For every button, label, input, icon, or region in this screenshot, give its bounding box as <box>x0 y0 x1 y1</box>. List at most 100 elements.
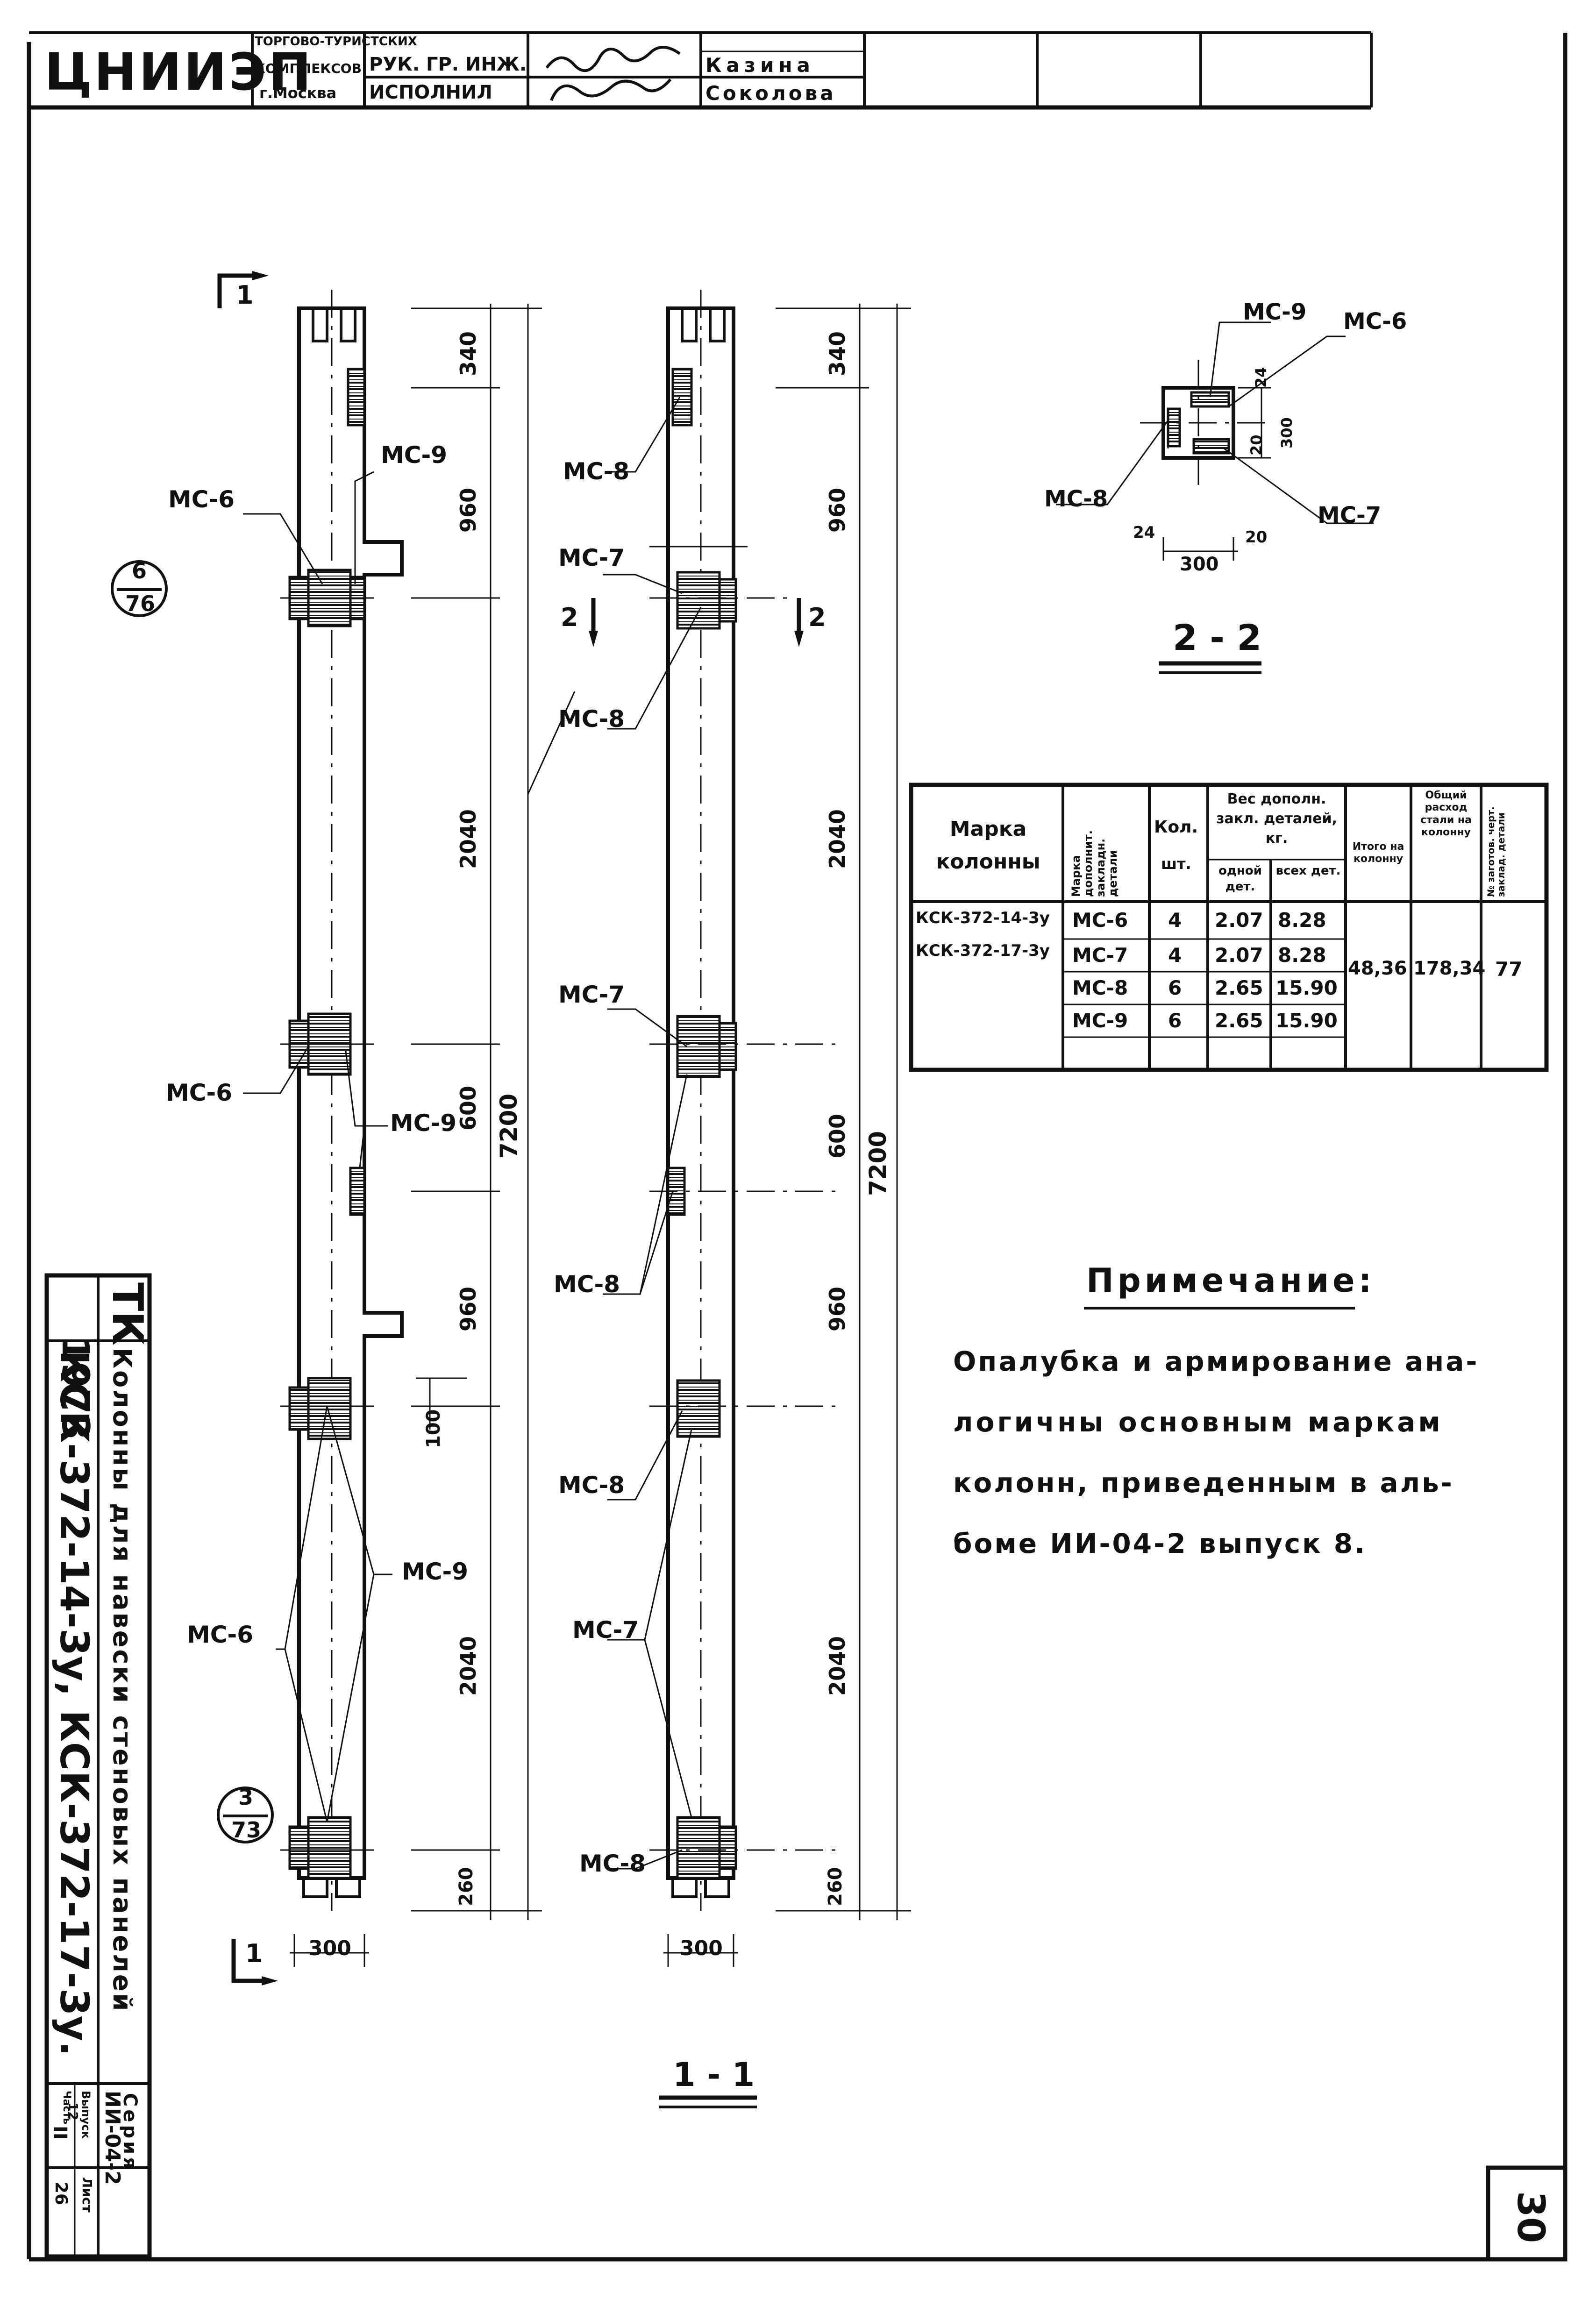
label-ms7: МС-7 <box>572 1616 639 1644</box>
table-row-qty: 6 <box>1168 976 1182 999</box>
embedded-plate-ms8 <box>671 368 693 427</box>
label-ms9: МС-9 <box>381 441 447 469</box>
embedded-plate-ms8 <box>676 1379 721 1438</box>
dim-260: 260 <box>825 1867 846 1907</box>
stamp-sheet: 26 <box>51 2182 71 2206</box>
dim-24: 24 <box>1252 367 1270 388</box>
dim-960: 960 <box>825 487 850 533</box>
note-line-4: боме ИИ-04-2 выпуск 8. <box>953 1528 1367 1559</box>
label-ms9: МС-9 <box>390 1110 456 1137</box>
table-row-qty: 4 <box>1168 909 1182 932</box>
table-row-part: МС-8 <box>1072 976 1128 999</box>
th-qty-unit: шт. <box>1161 855 1191 873</box>
table-row-all: 8.28 <box>1278 944 1326 967</box>
label-ms7: МС-7 <box>558 981 625 1008</box>
ref-top-num: 6 <box>132 558 147 584</box>
role-lead-engineer: РУК. ГР. ИНЖ. <box>369 54 527 75</box>
stamp-title: Колонны для навески стеновых панелей <box>107 1348 137 2013</box>
dim-20: 20 <box>1247 434 1265 456</box>
label-ms6: МС-6 <box>166 1079 232 1106</box>
th-column-mark: Марка колонны <box>936 817 1040 874</box>
table-drawing-no: 77 <box>1495 958 1523 981</box>
stamp-part-label: Часть <box>61 2091 72 2125</box>
table-row-all: 8.28 <box>1278 909 1326 932</box>
right-column-elevation <box>589 290 911 2108</box>
stamp-tk: ТК <box>103 1282 152 1345</box>
table-row-part: МС-9 <box>1072 1009 1128 1032</box>
table-total-per-column: 48,36 <box>1348 958 1407 979</box>
embedded-plate-ms9 <box>347 368 366 427</box>
dim-340: 340 <box>456 331 481 376</box>
stamp-part: II <box>49 2126 71 2140</box>
dim-2040: 2040 <box>825 809 850 869</box>
table-steel-total: 178,34 <box>1413 958 1486 979</box>
embedded-plate-ms7 <box>676 571 721 630</box>
name-sokolova: Соколова <box>705 82 836 105</box>
label-ms8: МС-8 <box>579 1850 646 1877</box>
label-ms8: МС-8 <box>563 458 629 485</box>
label-ms9: МС-9 <box>402 1558 468 1585</box>
dim-24: 24 <box>1133 523 1155 542</box>
embedded-plate-ms6 <box>307 1377 352 1440</box>
side-stamp-frame <box>44 1273 152 2259</box>
page-number: 30 <box>1509 2191 1553 2243</box>
stamp-sheet-label: Лист <box>79 2177 95 2213</box>
label-ms6: МС-6 <box>187 1621 253 1648</box>
table-row-one: 2.07 <box>1215 944 1263 967</box>
note-title: Примечание: <box>1086 1261 1375 1300</box>
label-ms7: МС-7 <box>558 544 625 571</box>
sheet-frame <box>27 33 1568 2262</box>
table-row-all: 15.90 <box>1275 1009 1338 1032</box>
embedded-plate-ms6 <box>307 1816 352 1879</box>
table-row-one: 2.65 <box>1215 976 1263 999</box>
th-weight-one: одной дет. <box>1218 864 1262 894</box>
dim-total-7200: 7200 <box>864 1131 891 1196</box>
title-block <box>29 31 1371 107</box>
ref-bottom-num: 3 <box>238 1785 254 1810</box>
signature-1 <box>545 46 681 72</box>
table-row-part: МС-6 <box>1072 909 1128 932</box>
label-ms8: МС-8 <box>558 1472 625 1499</box>
cut-mark-2-left: 2 <box>561 603 578 632</box>
ref-bottom-den: 73 <box>231 1817 262 1843</box>
section-mark-1-bottom: 1 <box>245 1939 263 1968</box>
dim-300: 300 <box>1278 417 1296 448</box>
dim-20: 20 <box>1245 528 1268 547</box>
dim-960: 960 <box>825 1286 850 1331</box>
label-ms8: МС-8 <box>554 1271 620 1298</box>
label-ms9: МС-9 <box>1243 299 1307 325</box>
ref-top-den: 76 <box>125 591 156 616</box>
dim-width-300: 300 <box>680 1936 723 1960</box>
embedded-plate-ms7 <box>676 1015 721 1078</box>
section-caption-1-1: 1 - 1 <box>673 2056 755 2094</box>
dim-340: 340 <box>825 331 850 376</box>
dim-width-300: 300 <box>308 1936 351 1960</box>
dim-2040: 2040 <box>825 1636 850 1696</box>
stamp-issue-label: Выпуск <box>79 2091 93 2139</box>
signature-2 <box>550 78 672 101</box>
org-city: г.Москва <box>259 84 337 102</box>
table-mark-2: КСК-372-17-3у <box>916 941 1050 960</box>
dim-100: 100 <box>423 1409 444 1449</box>
note-line-1: Опалубка и армирование ана- <box>953 1345 1479 1377</box>
role-performer: ИСПОЛНИЛ <box>369 82 492 103</box>
section-2-2 <box>1056 321 1374 674</box>
table-row-all: 15.90 <box>1275 976 1338 999</box>
page-number-box <box>1486 2165 1568 2262</box>
table-row-part: МС-7 <box>1072 944 1128 967</box>
name-kazina: Казина <box>705 54 815 77</box>
cut-mark-2-right: 2 <box>808 603 826 632</box>
label-ms7: МС-7 <box>1318 502 1382 528</box>
label-ms8: МС-8 <box>1044 486 1108 512</box>
th-total-per-column: Итого на колонну <box>1352 841 1404 865</box>
th-steel-total: Общий расход стали на колонну <box>1420 790 1472 839</box>
table-row-qty: 4 <box>1168 944 1182 967</box>
dim-600: 600 <box>456 1085 481 1131</box>
note-line-2: логичны основным маркам <box>953 1406 1443 1438</box>
th-qty: Кол. <box>1154 818 1198 837</box>
label-ms6: МС-6 <box>1343 308 1407 335</box>
table-row-qty: 6 <box>1168 1009 1182 1032</box>
label-ms6: МС-6 <box>168 486 235 513</box>
dim-2040: 2040 <box>456 809 481 869</box>
